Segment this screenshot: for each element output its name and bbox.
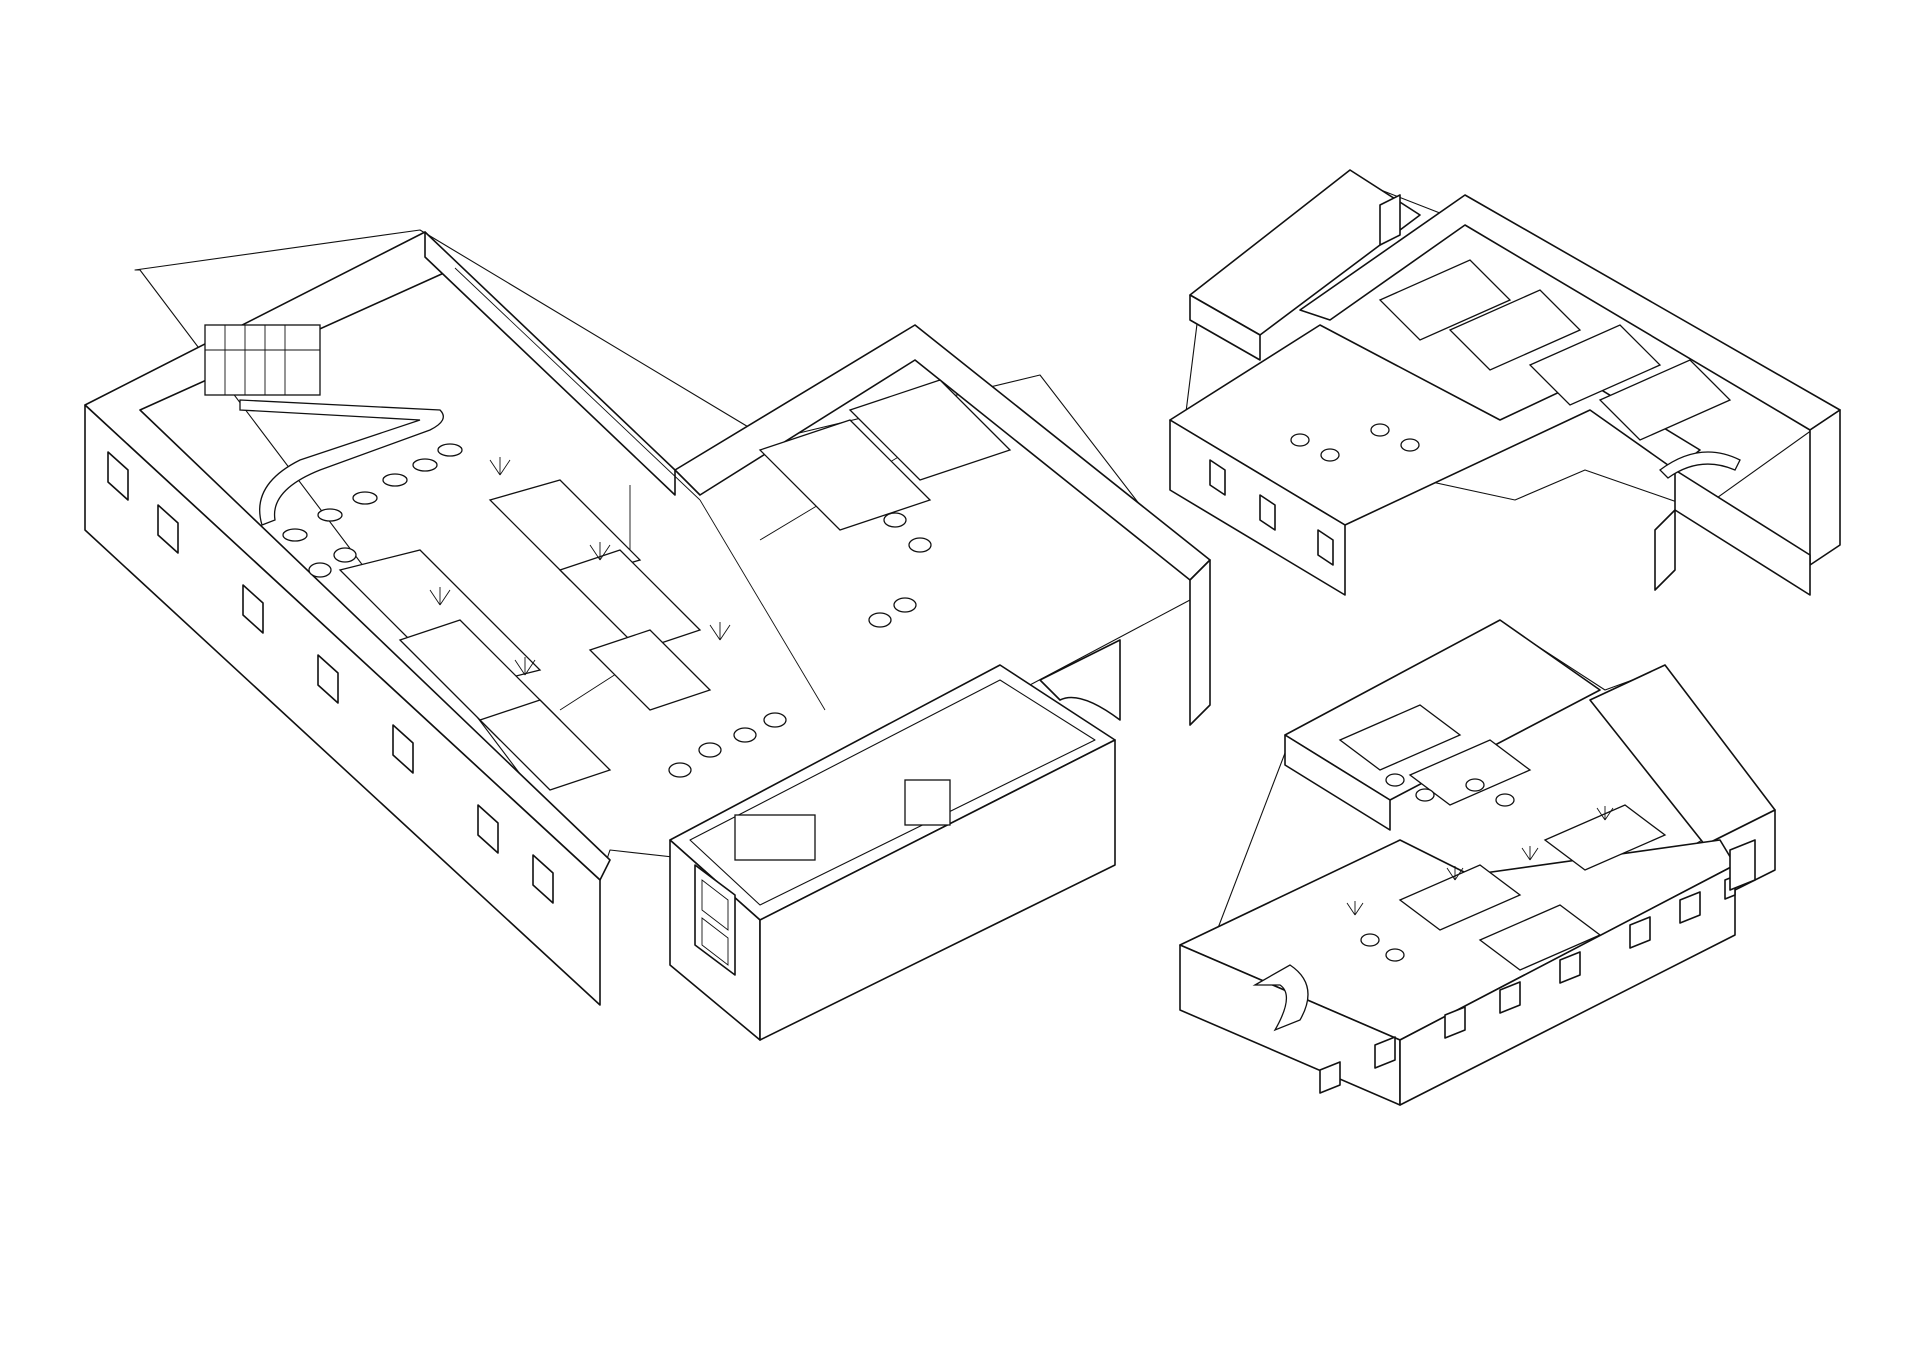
window-icon — [532, 854, 554, 904]
upper-small-front — [1654, 509, 1676, 591]
annex-shelving — [734, 814, 816, 861]
window-icon — [1209, 459, 1226, 496]
annex-right-wall — [759, 739, 1116, 1041]
upper-door — [1379, 194, 1401, 246]
window-icon — [477, 804, 499, 854]
upper-small-room-front — [1189, 294, 1261, 361]
window-icon — [157, 504, 179, 554]
bar-counter — [239, 399, 444, 526]
lower-booths — [1338, 704, 1667, 971]
window-icon — [392, 724, 414, 774]
large-plan-windows — [107, 451, 554, 904]
right-room-right-wall — [1189, 559, 1211, 726]
upper-curved-counter — [1659, 451, 1741, 479]
shelving — [204, 324, 321, 396]
lower-plan-windows — [1319, 875, 1736, 1094]
upper-front-right-wall — [1674, 469, 1811, 596]
annex-rack — [904, 779, 951, 826]
window-icon — [1444, 1006, 1466, 1039]
window-icon — [1629, 916, 1651, 949]
window-icon — [317, 654, 339, 704]
lower-chairs — [1360, 773, 1515, 962]
upper-booths — [1378, 259, 1732, 441]
window-icon — [1319, 1061, 1341, 1094]
window-icon — [1499, 981, 1521, 1014]
large-plan-left-wall — [84, 404, 601, 1006]
upper-right-wall — [1809, 409, 1841, 566]
window-icon — [1559, 951, 1581, 984]
lower-main-right-wall — [1399, 864, 1736, 1106]
large-plan-back-wall — [424, 231, 676, 496]
lower-curved-counter — [1252, 964, 1309, 1032]
window-icon — [242, 584, 264, 634]
window-icon — [1679, 891, 1701, 924]
cafe-chairs — [308, 512, 932, 778]
upper-plan-windows — [1209, 459, 1334, 566]
upper-right-plan — [1169, 169, 1841, 596]
window-icon — [107, 451, 129, 501]
window-icon — [1374, 1036, 1396, 1069]
annex-door — [694, 864, 736, 976]
lower-right-plan — [1179, 619, 1776, 1106]
window-icon — [1317, 529, 1334, 566]
upper-chairs — [1290, 423, 1420, 462]
lower-top-room-front — [1284, 734, 1391, 831]
lower-plant-icons — [1346, 806, 1614, 916]
large-plan — [84, 229, 1211, 1041]
plant-icons — [429, 457, 731, 676]
booth-seating — [338, 379, 1012, 791]
upper-front-rim — [1169, 324, 1701, 526]
lower-door — [1729, 839, 1756, 891]
bar-stools — [282, 443, 463, 542]
arch-opening — [1039, 639, 1121, 721]
window-icon — [1259, 494, 1276, 531]
